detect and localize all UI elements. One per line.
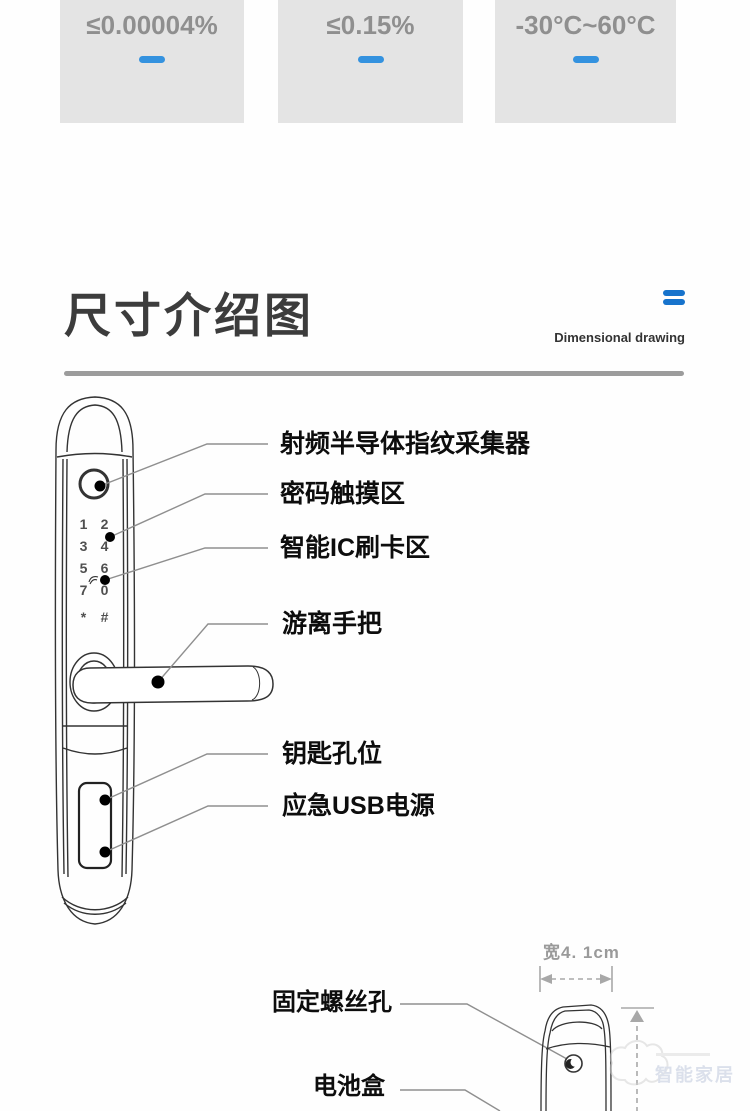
- lock-front-view: [54, 396, 136, 925]
- watermark-text: 智能家居: [655, 1064, 735, 1085]
- svg-text:5: 5: [80, 560, 88, 576]
- fingerprint-reader-icon: [78, 468, 110, 500]
- label-battery-box: 电池盒: [313, 1073, 385, 1100]
- section-subtitle: Dimensional drawing: [554, 330, 685, 345]
- screw-highlight: [570, 1058, 580, 1067]
- accent-dash: [357, 56, 384, 63]
- svg-text:0: 0: [101, 582, 109, 598]
- fixing-screw: [564, 1054, 583, 1073]
- section-divider: [64, 371, 684, 376]
- svg-text:2: 2: [101, 516, 109, 532]
- label-emergency-usb: 应急USB电源: [282, 792, 435, 820]
- svg-text:#: #: [101, 609, 109, 625]
- height-dimension-marks: [621, 1007, 654, 1111]
- width-dimension-marks: [539, 966, 613, 992]
- lock-top-view: [540, 1004, 612, 1111]
- cloud-logo-icon: [609, 1040, 669, 1086]
- svg-text:1: 1: [80, 516, 88, 532]
- label-fingerprint-collector: 射频半导体指纹采集器: [280, 430, 531, 458]
- key-usb-panel: [77, 781, 113, 870]
- label-ic-card-area: 智能IC刷卡区: [280, 534, 431, 562]
- accent-dash: [572, 56, 599, 63]
- svg-text:7: 7: [80, 582, 88, 598]
- spec-value: ≤0.15%: [326, 10, 415, 40]
- spec-value: ≤0.00004%: [86, 10, 218, 40]
- keypad-digits: 1 2 3 4 5 6 7 0 * #: [80, 516, 109, 625]
- accent-dash: [139, 56, 165, 63]
- section-title: 尺寸介绍图: [64, 289, 314, 342]
- callout-dots: [94, 480, 165, 858]
- watermark: 智能家居: [609, 1040, 735, 1086]
- spec-card-false-acceptance: ≤0.15%: [278, 0, 463, 123]
- spec-card-temperature-range: -30°C~60°C: [495, 0, 676, 123]
- svg-text:6: 6: [101, 560, 109, 576]
- spec-card-false-rejection: ≤0.00004%: [60, 0, 244, 123]
- label-free-handle: 游离手把: [282, 610, 383, 638]
- equals-icon: [663, 290, 685, 308]
- svg-text:4: 4: [101, 538, 109, 554]
- ic-card-icon: [88, 576, 99, 585]
- lock-handle: [72, 665, 274, 704]
- svg-text:3: 3: [80, 538, 88, 554]
- spec-value: -30°C~60°C: [515, 10, 656, 40]
- width-dimension-text: 宽4. 1cm: [543, 943, 620, 962]
- label-fixing-screw-hole: 固定螺丝孔: [272, 989, 392, 1016]
- label-password-touch-area: 密码触摸区: [280, 480, 406, 508]
- svg-text:*: *: [81, 609, 87, 625]
- label-keyhole: 钥匙孔位: [282, 740, 383, 768]
- leader-lines: [99, 443, 568, 1111]
